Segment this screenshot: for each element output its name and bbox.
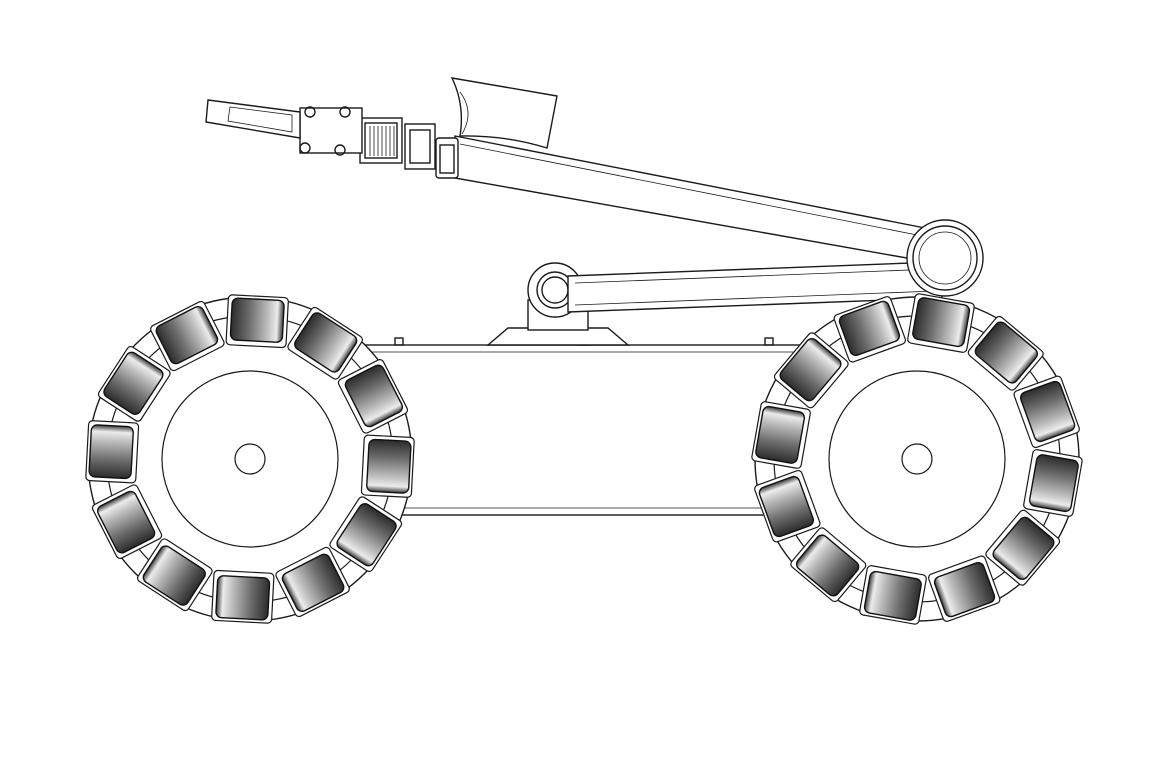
- wheel-axle-hole: [234, 443, 266, 475]
- wheel-roller: [136, 538, 213, 612]
- roller-body: [755, 405, 806, 464]
- roller-body: [779, 337, 842, 402]
- wheel-roller: [967, 315, 1044, 391]
- roller-body: [88, 424, 134, 480]
- chassis-body: [364, 344, 816, 516]
- wheel-axle-hole: [901, 443, 933, 475]
- roller-body: [1028, 454, 1079, 513]
- sensor-hood: [450, 77, 558, 149]
- front-mecanum-wheel: [751, 293, 1083, 625]
- gripper-assembly: [205, 99, 436, 170]
- wheel-roller: [754, 469, 821, 543]
- wheel-roller: [751, 401, 811, 469]
- roller-body: [1019, 380, 1076, 443]
- roller-body: [366, 438, 412, 494]
- roller-body: [795, 534, 860, 597]
- roller-body: [838, 300, 901, 357]
- wheel-roller: [211, 569, 275, 624]
- roller-body: [281, 553, 345, 612]
- wheel-roller: [91, 484, 163, 559]
- roller-body: [215, 575, 271, 621]
- wheel-roller: [329, 496, 403, 573]
- upper-arm-link: [454, 135, 926, 261]
- wheel-roller: [859, 565, 927, 625]
- wheel-roller: [150, 300, 225, 372]
- wheel-roller: [927, 555, 1001, 622]
- wheel-roller: [275, 546, 350, 618]
- roller-body: [294, 312, 358, 373]
- roller-body: [155, 306, 219, 365]
- wheel-roller: [1013, 375, 1080, 449]
- roller-body: [758, 475, 815, 538]
- roller-body: [336, 503, 397, 567]
- wheel-roller: [337, 359, 409, 434]
- wheel-roller: [287, 306, 364, 380]
- roller-body: [97, 490, 156, 554]
- wrist-joint: [435, 137, 459, 179]
- lower-arm-link: [567, 261, 943, 313]
- wheel-roller: [833, 296, 907, 363]
- wheel-roller: [985, 509, 1061, 586]
- roller-body: [142, 545, 206, 606]
- wheel-roller: [97, 345, 171, 422]
- roller-body: [974, 321, 1039, 384]
- roller-body: [103, 351, 164, 415]
- gripper-spring-coil: [369, 126, 395, 156]
- wheel-roller: [773, 332, 849, 409]
- wheel-roller: [225, 294, 289, 349]
- wheel-roller: [790, 527, 867, 603]
- roller-body: [912, 297, 971, 348]
- wheel-roller: [85, 420, 140, 484]
- roller-body: [992, 516, 1055, 581]
- wheel-roller: [1023, 449, 1083, 517]
- elbow-joint: [906, 219, 984, 297]
- roller-body: [344, 364, 403, 428]
- roller-body: [229, 297, 285, 343]
- wheel-roller: [907, 293, 975, 353]
- rear-mecanum-wheel: [85, 294, 415, 624]
- roller-body: [863, 570, 922, 621]
- roller-body: [933, 561, 996, 618]
- wheel-roller: [360, 434, 415, 498]
